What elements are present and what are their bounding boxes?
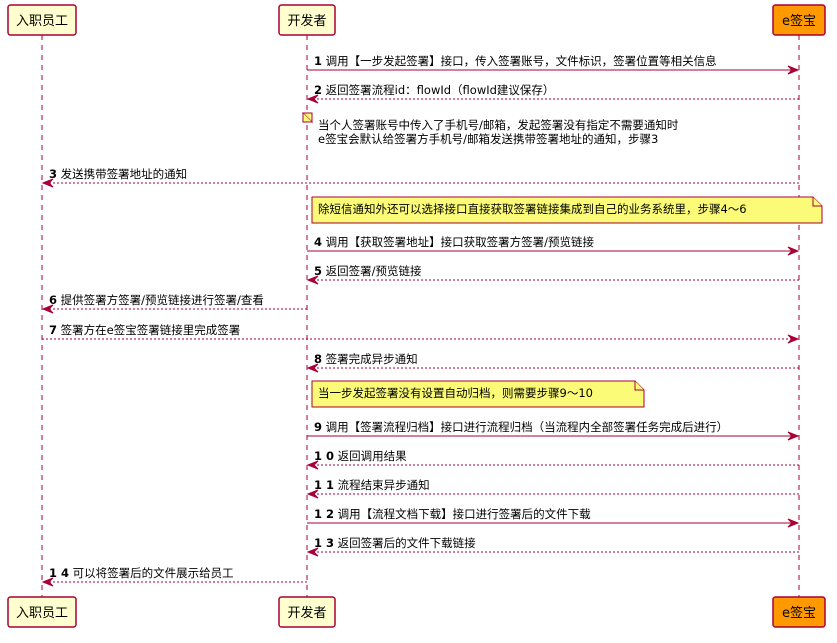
message-text: 发送携带签署地址的通知 [61,167,188,181]
message-number: 8 [314,352,322,366]
arrowhead [306,275,319,285]
participant-label: 开发者 [287,13,326,29]
message-label: 1 4 可以将签署后的文件展示给员工 [49,566,234,580]
message-label: 5 返回签署/预览链接 [314,264,422,278]
message-text: 返回调用结果 [338,449,407,463]
message-number: 1 2 [314,507,334,521]
message-label: 3 发送携带签署地址的通知 [49,167,187,181]
note-text: 当一步发起签署没有设置自动归档，则需要步骤9～10 [318,386,593,400]
message-number: 3 [49,167,57,181]
participant-label: 入职员工 [16,606,68,621]
arrowhead [306,460,319,470]
message-text: 调用【签署流程归档】接口进行流程归档（当流程内全部签署任务完成后进行） [326,420,729,434]
arrowhead [787,246,800,256]
message-6: 4 调用【获取签署地址】接口获取签署方签署/预览链接 [307,235,800,256]
arrowhead [787,65,800,75]
message-4: 3 发送携带签署地址的通知 [41,167,799,188]
arrowhead [787,518,800,528]
arrowhead [306,489,319,499]
message-17: 1 4 可以将签署后的文件展示给员工 [41,566,307,587]
arrowhead [787,431,800,441]
message-number: 1 0 [314,449,334,463]
message-8: 6 提供签署方签署/预览链接进行签署/查看 [41,293,307,314]
message-1: 1 调用【一步发起签署】接口，传入签署账号，文件标识，签署位置等相关信息 [307,54,800,75]
message-label: 2 返回签署流程id：flowId（flowId建议保存） [314,83,554,97]
message-text: 返回签署/预览链接 [326,264,422,278]
participant-box-employee: 入职员工 [7,596,77,628]
arrowhead [306,94,319,104]
message-label: 1 2 调用【流程文档下载】接口进行签署后的文件下载 [314,507,591,521]
message-text: 返回签署后的文件下载链接 [338,536,476,550]
message-label: 8 签署完成异步通知 [314,352,418,366]
message-text: 流程结束异步通知 [338,478,430,492]
message-10: 8 签署完成异步通知 [306,352,799,373]
message-number: 6 [49,293,57,307]
message-15: 1 2 调用【流程文档下载】接口进行签署后的文件下载 [307,507,800,528]
message-text: 调用【一步发起签署】接口，传入签署账号，文件标识，签署位置等相关信息 [326,54,717,68]
message-text: 调用【流程文档下载】接口进行签署后的文件下载 [338,507,591,521]
message-number: 5 [314,264,322,278]
note: 除短信通知外还可以选择接口直接获取签署链接集成到自己的业务系统里，步骤4～6 [311,196,823,224]
participant-box-developer: 开发者 [278,4,336,36]
message-number: 7 [49,323,57,337]
note-text: e签宝会默认给签署方手机号/邮箱发送携带签署地址的通知，步骤3 [318,132,658,146]
message-16: 1 3 返回签署后的文件下载链接 [306,536,799,557]
message-number: 2 [314,83,322,97]
participant-box-esign: e签宝 [772,596,826,628]
message-label: 6 提供签署方签署/预览链接进行签署/查看 [49,293,264,307]
message-label: 7 签署方在e签宝签署链接里完成签署 [49,323,240,337]
participant-label: e签宝 [782,605,816,621]
arrowhead [41,178,54,188]
message-14: 1 1 流程结束异步通知 [306,478,799,499]
note-text: 当个人签署账号中传入了手机号/邮箱，发起签署没有指定不需要通知时 [318,118,679,132]
message-label: 9 调用【签署流程归档】接口进行流程归档（当流程内全部签署任务完成后进行） [314,420,728,434]
arrowhead [306,363,319,373]
arrowhead [41,577,54,587]
message-number: 1 3 [314,536,334,550]
message-text: 签署完成异步通知 [326,352,418,366]
participant-box-developer: 开发者 [278,596,336,628]
participant-label: 入职员工 [16,14,68,29]
arrowhead [306,547,319,557]
message-9: 7 签署方在e签宝签署链接里完成签署 [42,323,800,344]
message-number: 9 [314,420,322,434]
note: 当一步发起签署没有设置自动归档，则需要步骤9～10 [311,380,645,408]
message-number: 1 1 [314,478,334,492]
message-7: 5 返回签署/预览链接 [306,264,799,285]
arrowhead [41,304,54,314]
message-number: 1 [314,54,322,68]
arrowhead [787,334,800,344]
message-text: 签署方在e签宝签署链接里完成签署 [61,323,241,337]
participant-box-employee: 入职员工 [7,4,77,36]
participant-box-esign: e签宝 [772,4,826,36]
note-text: 除短信通知外还可以选择接口直接获取签署链接集成到自己的业务系统里，步骤4～6 [318,202,747,216]
message-2: 2 返回签署流程id：flowId（flowId建议保存） [306,83,799,104]
participant-label: e签宝 [782,13,816,29]
message-label: 4 调用【获取签署地址】接口获取签署方签署/预览链接 [314,235,595,249]
message-number: 4 [314,235,322,249]
message-label: 1 0 返回调用结果 [314,449,407,463]
message-label: 1 1 流程结束异步通知 [314,478,430,492]
message-label: 1 3 返回签署后的文件下载链接 [314,536,476,550]
message-12: 9 调用【签署流程归档】接口进行流程归档（当流程内全部签署任务完成后进行） [307,420,800,441]
message-number: 1 4 [49,566,69,580]
message-text: 提供签署方签署/预览链接进行签署/查看 [61,293,264,307]
message-13: 1 0 返回调用结果 [306,449,799,470]
message-label: 1 调用【一步发起签署】接口，传入签署账号，文件标识，签署位置等相关信息 [314,54,717,68]
participant-label: 开发者 [287,605,326,621]
message-text: 调用【获取签署地址】接口获取签署方签署/预览链接 [326,235,595,249]
message-text: 返回签署流程id：flowId（flowId建议保存） [326,83,555,97]
message-text: 可以将签署后的文件展示给员工 [73,566,234,580]
note: 当个人签署账号中传入了手机号/邮箱，发起签署没有指定不需要通知时e签宝会默认给签… [301,112,679,146]
